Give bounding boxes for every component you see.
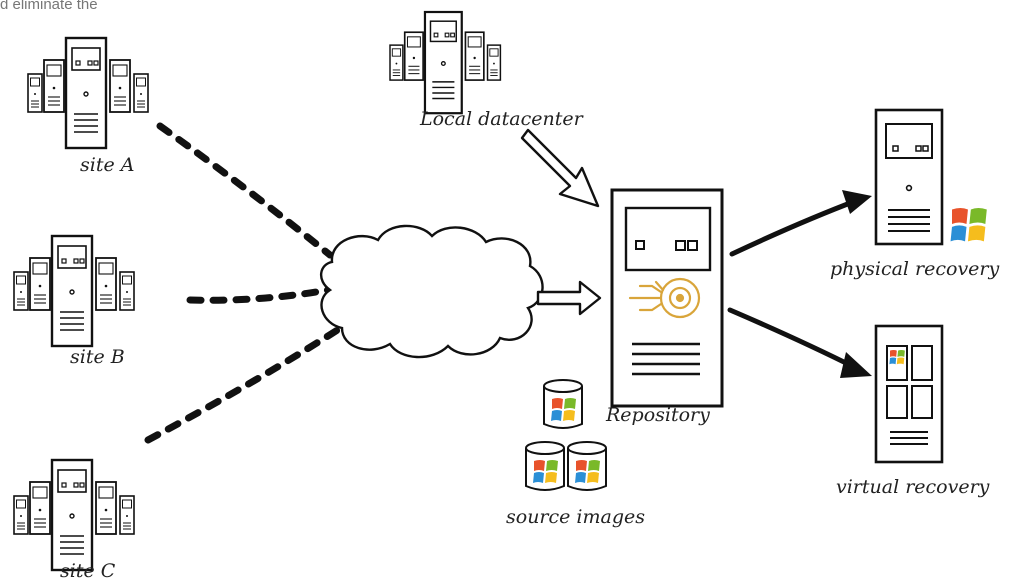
cloud: [320, 224, 544, 359]
label-local-datacenter: Local datacenter: [420, 108, 583, 130]
site-b-servers: [14, 236, 134, 346]
link-site-b: [186, 286, 332, 304]
label-virtual-recovery: virtual recovery: [836, 476, 990, 498]
arrow-to-virtual: [727, 307, 872, 378]
dashed-links: [144, 122, 354, 444]
windows-logo-icon: [950, 208, 987, 242]
virtual-recovery-server: [874, 324, 944, 464]
label-repository: Repository: [606, 404, 710, 426]
label-site-a: site A: [80, 154, 135, 176]
label-physical-recovery: physical recovery: [830, 258, 1000, 280]
link-site-a: [156, 122, 334, 259]
source-image-disks: [526, 380, 606, 490]
local-datacenter-servers: [390, 12, 500, 113]
repository-server: [610, 188, 724, 408]
label-site-b: site B: [70, 346, 125, 368]
label-source-images: source images: [506, 506, 646, 528]
repository-logo: [628, 277, 701, 319]
link-site-c: [144, 318, 354, 444]
arrow-cloud-to-repo: [536, 280, 602, 316]
cut-off-caption: d eliminate the: [0, 0, 98, 13]
physical-recovery-server: [874, 108, 944, 246]
site-c-servers: [14, 460, 134, 570]
arrow-to-physical: [729, 190, 872, 257]
label-site-c: site C: [60, 560, 116, 582]
arrow-local-to-repo: [520, 128, 600, 208]
site-a-servers: [28, 38, 148, 148]
